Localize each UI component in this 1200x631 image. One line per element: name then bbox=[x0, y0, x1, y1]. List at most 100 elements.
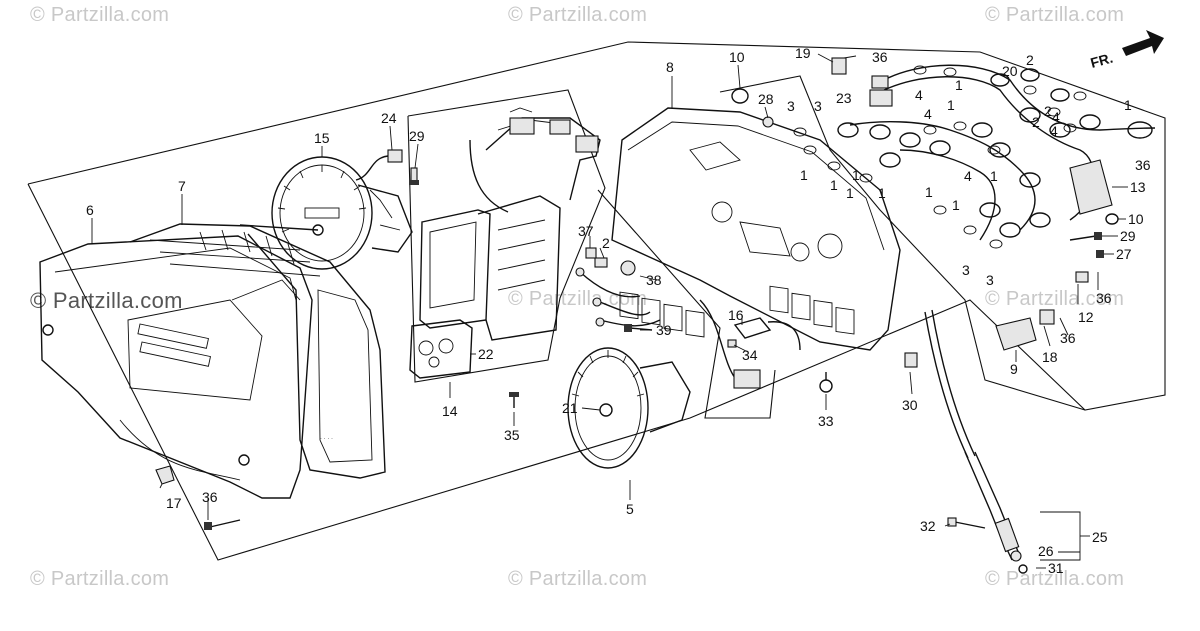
indicator-switch-panel bbox=[409, 319, 473, 379]
callout-2-a: 2 bbox=[1026, 52, 1034, 68]
bulb-socket-harness bbox=[793, 64, 1156, 249]
callout-1-j: 1 bbox=[925, 184, 933, 200]
callout-1-g: 1 bbox=[947, 97, 955, 113]
callout-4-b: 4 bbox=[924, 106, 932, 122]
callout-34: 34 bbox=[742, 347, 758, 363]
callout-4-c: 4 bbox=[964, 168, 972, 184]
callout-1-b: 1 bbox=[830, 177, 838, 193]
callout-2-b: 2 bbox=[1044, 103, 1052, 119]
screw-35 bbox=[509, 392, 519, 408]
callout-5: 5 bbox=[626, 501, 634, 517]
callout-7: 7 bbox=[178, 178, 186, 194]
connector-23 bbox=[869, 89, 893, 107]
callout-36-right-b: 36 bbox=[1096, 290, 1112, 306]
callout-1-i: 1 bbox=[1124, 97, 1132, 113]
callout-15: 15 bbox=[314, 130, 330, 146]
callout-37: 37 bbox=[578, 223, 594, 239]
callout-36-left: 36 bbox=[202, 489, 218, 505]
callout-29-right: 29 bbox=[1120, 228, 1136, 244]
assembly-frame-outline bbox=[27, 41, 1166, 561]
callout-17: 17 bbox=[166, 495, 182, 511]
callout-23: 23 bbox=[836, 90, 852, 106]
callout-30: 30 bbox=[902, 397, 918, 413]
callout-3-c: 3 bbox=[962, 262, 970, 278]
wiring-subframe bbox=[597, 189, 776, 419]
callout-13: 13 bbox=[1130, 179, 1146, 195]
callout-24: 24 bbox=[381, 110, 397, 126]
tachometer-gauge bbox=[239, 156, 413, 270]
screw-33 bbox=[819, 372, 833, 393]
meter-lens-cover bbox=[39, 235, 313, 499]
callout-35: 35 bbox=[504, 427, 520, 443]
speedometer-gauge bbox=[567, 347, 691, 469]
callout-6: 6 bbox=[86, 202, 94, 218]
callout-39: 39 bbox=[656, 322, 672, 338]
speedometer-cable bbox=[924, 309, 1022, 562]
callout-36-top: 36 bbox=[872, 49, 888, 65]
rubber-cap-10-right bbox=[1105, 213, 1119, 225]
callout-33: 33 bbox=[818, 413, 834, 429]
bulb-37 bbox=[585, 247, 597, 259]
callout-36-right-c: 36 bbox=[1060, 330, 1076, 346]
front-direction-arrow: FR. bbox=[1089, 30, 1164, 71]
callout-1-k: 1 bbox=[952, 197, 960, 213]
callout-27: 27 bbox=[1116, 246, 1132, 262]
watermark-bottom-left: © Partzilla.com bbox=[30, 568, 170, 590]
callout-4-d: 4 bbox=[1052, 109, 1060, 125]
callout-labels: 6 7 15 24 29 8 10 28 19 36 23 3 3 1 1 1 … bbox=[86, 45, 1151, 576]
callout-19: 19 bbox=[795, 45, 811, 61]
meter-case bbox=[611, 107, 901, 351]
callout-16: 16 bbox=[728, 307, 744, 323]
callout-2-c: 2 bbox=[1032, 114, 1040, 130]
callout-14: 14 bbox=[442, 403, 458, 419]
cable-grommet bbox=[904, 352, 918, 368]
callout-38: 38 bbox=[646, 272, 662, 288]
callout-4-a: 4 bbox=[915, 87, 923, 103]
callout-12: 12 bbox=[1078, 309, 1094, 325]
clip-18 bbox=[1039, 309, 1055, 325]
bolt-32 bbox=[947, 517, 986, 529]
washer-31 bbox=[1018, 564, 1028, 574]
front-direction-label: FR. bbox=[1089, 50, 1115, 71]
lcd-display-module bbox=[419, 107, 601, 341]
callout-3-b: 3 bbox=[814, 98, 822, 114]
rubber-cap-10-top bbox=[731, 88, 749, 104]
callout-leaders bbox=[91, 53, 1128, 569]
grommet-17 bbox=[155, 465, 175, 485]
watermark-bottom-center: © Partzilla.com bbox=[508, 568, 648, 590]
callout-1-h: 1 bbox=[990, 168, 998, 184]
callout-4-e: 4 bbox=[1050, 123, 1058, 139]
callout-8: 8 bbox=[666, 59, 674, 75]
callout-1-f: 1 bbox=[955, 77, 963, 93]
svg-text:· · · ·: · · · · bbox=[320, 436, 333, 442]
connector-16 bbox=[727, 317, 801, 351]
sensor-connector bbox=[355, 149, 403, 181]
watermark-bottom-right: © Partzilla.com bbox=[985, 568, 1125, 590]
callout-3-d: 3 bbox=[986, 272, 994, 288]
watermark-top-center: © Partzilla.com bbox=[508, 4, 648, 26]
connector-23b bbox=[871, 75, 889, 89]
screw-29-top bbox=[409, 167, 419, 185]
callout-21: 21 bbox=[562, 400, 578, 416]
callout-1-c: 1 bbox=[852, 167, 860, 183]
callout-9: 9 bbox=[1010, 361, 1018, 377]
screw-27-right bbox=[1069, 232, 1102, 241]
callout-36-right-a: 36 bbox=[1135, 157, 1151, 173]
clip-12 bbox=[1075, 271, 1089, 283]
meter-subassembly-frame bbox=[407, 89, 606, 383]
stay-9 bbox=[995, 317, 1037, 351]
meter-wire-harness bbox=[699, 299, 761, 389]
callout-28: 28 bbox=[758, 91, 774, 107]
bracket-19 bbox=[831, 57, 847, 75]
callout-3-a: 3 bbox=[787, 98, 795, 114]
watermark-mid-left: © Partzilla.com bbox=[30, 288, 183, 313]
watermark-top-right: © Partzilla.com bbox=[985, 4, 1125, 26]
callout-1-a: 1 bbox=[800, 167, 808, 183]
grommet-28 bbox=[762, 116, 774, 128]
callout-20: 20 bbox=[1002, 63, 1018, 79]
screw-29-right bbox=[1096, 250, 1104, 258]
screw-36-left bbox=[204, 519, 241, 530]
meter-panel: · · · · bbox=[129, 223, 386, 479]
callout-32: 32 bbox=[920, 518, 936, 534]
